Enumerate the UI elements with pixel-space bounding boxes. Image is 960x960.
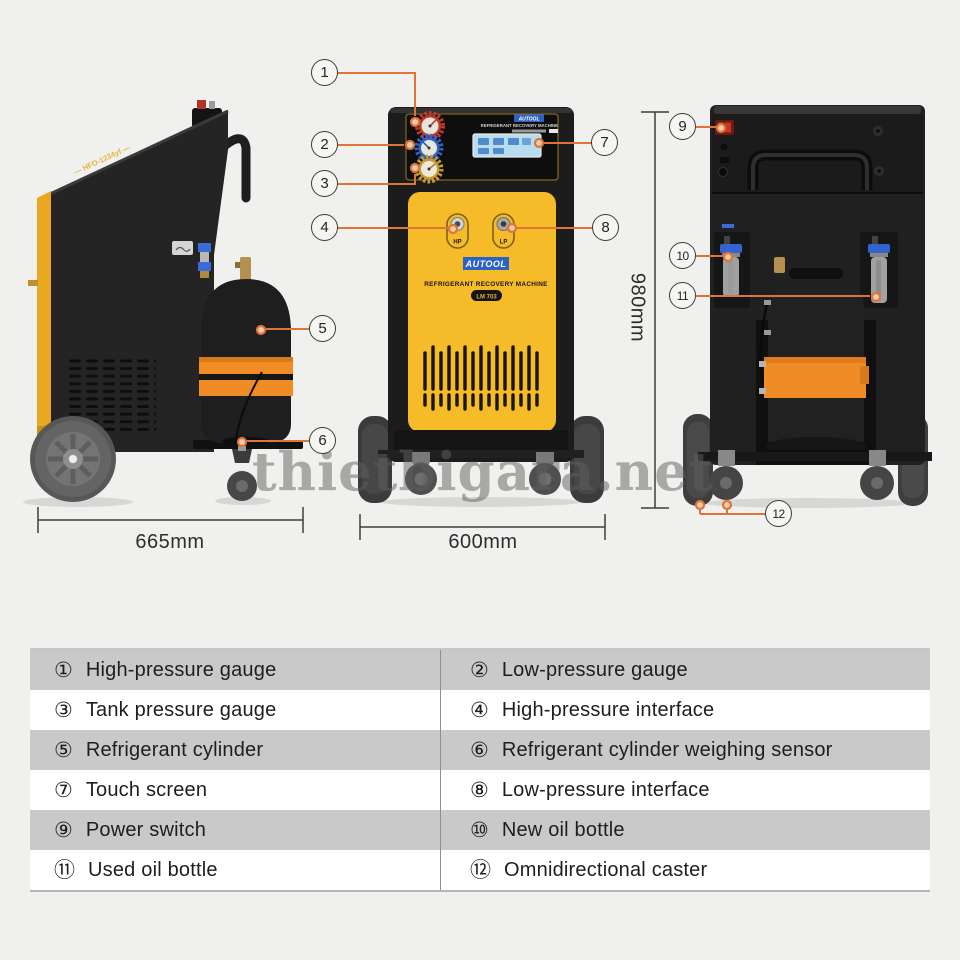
legend-item-7: ⑦ Touch screen — [30, 770, 440, 810]
legend-num-5: ⑤ — [54, 738, 73, 762]
legend-label-5: Refrigerant cylinder — [85, 738, 264, 761]
leader-dots — [236, 116, 882, 511]
legend-label-8: Low-pressure interface — [501, 778, 710, 801]
legend-label-4: High-pressure interface — [501, 698, 715, 721]
legend-num-2: ② — [470, 658, 489, 682]
legend-item-11: ⑪ Used oil bottle — [30, 850, 440, 890]
svg-text:LP: LP — [500, 240, 508, 246]
legend-num-1: ① — [54, 658, 73, 682]
callout-12: 12 — [765, 500, 792, 527]
legend-row-6: ⑪ Used oil bottle ⑫ Omnidirectional cast… — [30, 850, 930, 890]
dim-front-width — [359, 514, 606, 540]
callout-5: 5 — [309, 315, 336, 342]
legend-num-7: ⑦ — [54, 778, 73, 802]
callout-1: 1 — [311, 59, 338, 86]
side-wheel — [30, 416, 116, 502]
touch-screen — [472, 133, 542, 158]
legend-label-11: Used oil bottle — [88, 858, 218, 881]
front-brand-badge: AUTOOL — [465, 259, 507, 269]
legend-num-11: ⑪ — [54, 858, 75, 882]
legend-num-10: ⑩ — [470, 818, 489, 842]
dim-height — [641, 111, 669, 509]
legend-label-1: High-pressure gauge — [85, 658, 277, 681]
callout-7: 7 — [591, 129, 618, 156]
legend-table: ① High-pressure gauge ② Low-pressure gau… — [30, 648, 930, 892]
legend-row-5: ⑨ Power switch ⑩ New oil bottle — [30, 810, 930, 850]
callout-8: 8 — [592, 214, 619, 241]
omnidirectional-casters — [709, 450, 894, 500]
legend-item-3: ③ Tank pressure gauge — [30, 690, 440, 730]
callout-3: 3 — [311, 170, 338, 197]
side-yellow-strip — [37, 191, 51, 452]
legend-label-6: Refrigerant cylinder weighing sensor — [501, 738, 833, 761]
legend-label-7: Touch screen — [85, 778, 208, 801]
dim-label-height: 980mm — [626, 272, 649, 343]
legend-label-12: Omnidirectional caster — [504, 858, 708, 881]
legend-item-1: ① High-pressure gauge — [30, 650, 440, 690]
panel-brand-badge: AUTOOL — [517, 116, 539, 122]
callout-6: 6 — [309, 427, 336, 454]
legend-row-3: ⑤ Refrigerant cylinder ⑥ Refrigerant cyl… — [30, 730, 930, 770]
svg-text:HP: HP — [453, 240, 461, 246]
legend-num-8: ⑧ — [470, 778, 489, 802]
ground-shadows — [23, 497, 913, 508]
callout-2: 2 — [311, 131, 338, 158]
dim-label-front-width: 600mm — [448, 531, 518, 553]
front-model-pill: LM 703 — [476, 294, 497, 300]
legend-num-6: ⑥ — [470, 738, 489, 762]
legend-item-5: ⑤ Refrigerant cylinder — [30, 730, 440, 770]
legend-item-10: ⑩ New oil bottle — [440, 810, 930, 850]
front-yellow-panel — [408, 192, 556, 432]
legend-row-2: ③ Tank pressure gauge ④ High-pressure in… — [30, 690, 930, 730]
side-refrigerant-tank — [199, 257, 293, 445]
side-view: — HFO-1234yf — — [28, 100, 303, 502]
legend-label-9: Power switch — [85, 818, 207, 841]
panel-caption: REFRIGERANT RECOVERY MACHINE — [481, 123, 558, 128]
dim-side-width — [37, 507, 304, 533]
callout-11: 11 — [669, 282, 696, 309]
callout-10: 10 — [669, 242, 696, 269]
legend-num-12: ⑫ — [470, 858, 491, 882]
legend-num-9: ⑨ — [54, 818, 73, 842]
used-oil-bottle — [868, 236, 890, 303]
dimension-lines — [37, 111, 669, 540]
front-view: AUTOOL REFRIGERANT RECOVERY MACHINE — [358, 107, 604, 503]
legend-num-3: ③ — [54, 698, 73, 722]
legend-item-8: ⑧ Low-pressure interface — [440, 770, 930, 810]
legend-label-10: New oil bottle — [501, 818, 625, 841]
legend-row-1: ① High-pressure gauge ② Low-pressure gau… — [30, 650, 930, 690]
legend-item-2: ② Low-pressure gauge — [440, 650, 930, 690]
new-oil-bottle — [720, 236, 742, 297]
legend-item-12: ⑫ Omnidirectional caster — [440, 850, 930, 890]
legend-num-4: ④ — [470, 698, 489, 722]
dim-label-side-width: 665mm — [135, 531, 205, 553]
legend-item-6: ⑥ Refrigerant cylinder weighing sensor — [440, 730, 930, 770]
front-machine-name: REFRIGERANT RECOVERY MACHINE — [424, 281, 548, 288]
legend-item-9: ⑨ Power switch — [30, 810, 440, 850]
legend-item-4: ④ High-pressure interface — [440, 690, 930, 730]
legend-row-4: ⑦ Touch screen ⑧ Low-pressure interface — [30, 770, 930, 810]
back-handle — [747, 149, 873, 190]
leader-lines — [247, 72, 870, 515]
back-view — [683, 105, 932, 506]
callout-9: 9 — [669, 113, 696, 140]
legend-label-3: Tank pressure gauge — [85, 698, 277, 721]
front-casters — [405, 452, 561, 495]
callout-4: 4 — [311, 214, 338, 241]
legend-label-2: Low-pressure gauge — [501, 658, 688, 681]
front-vent-grille — [423, 345, 539, 411]
